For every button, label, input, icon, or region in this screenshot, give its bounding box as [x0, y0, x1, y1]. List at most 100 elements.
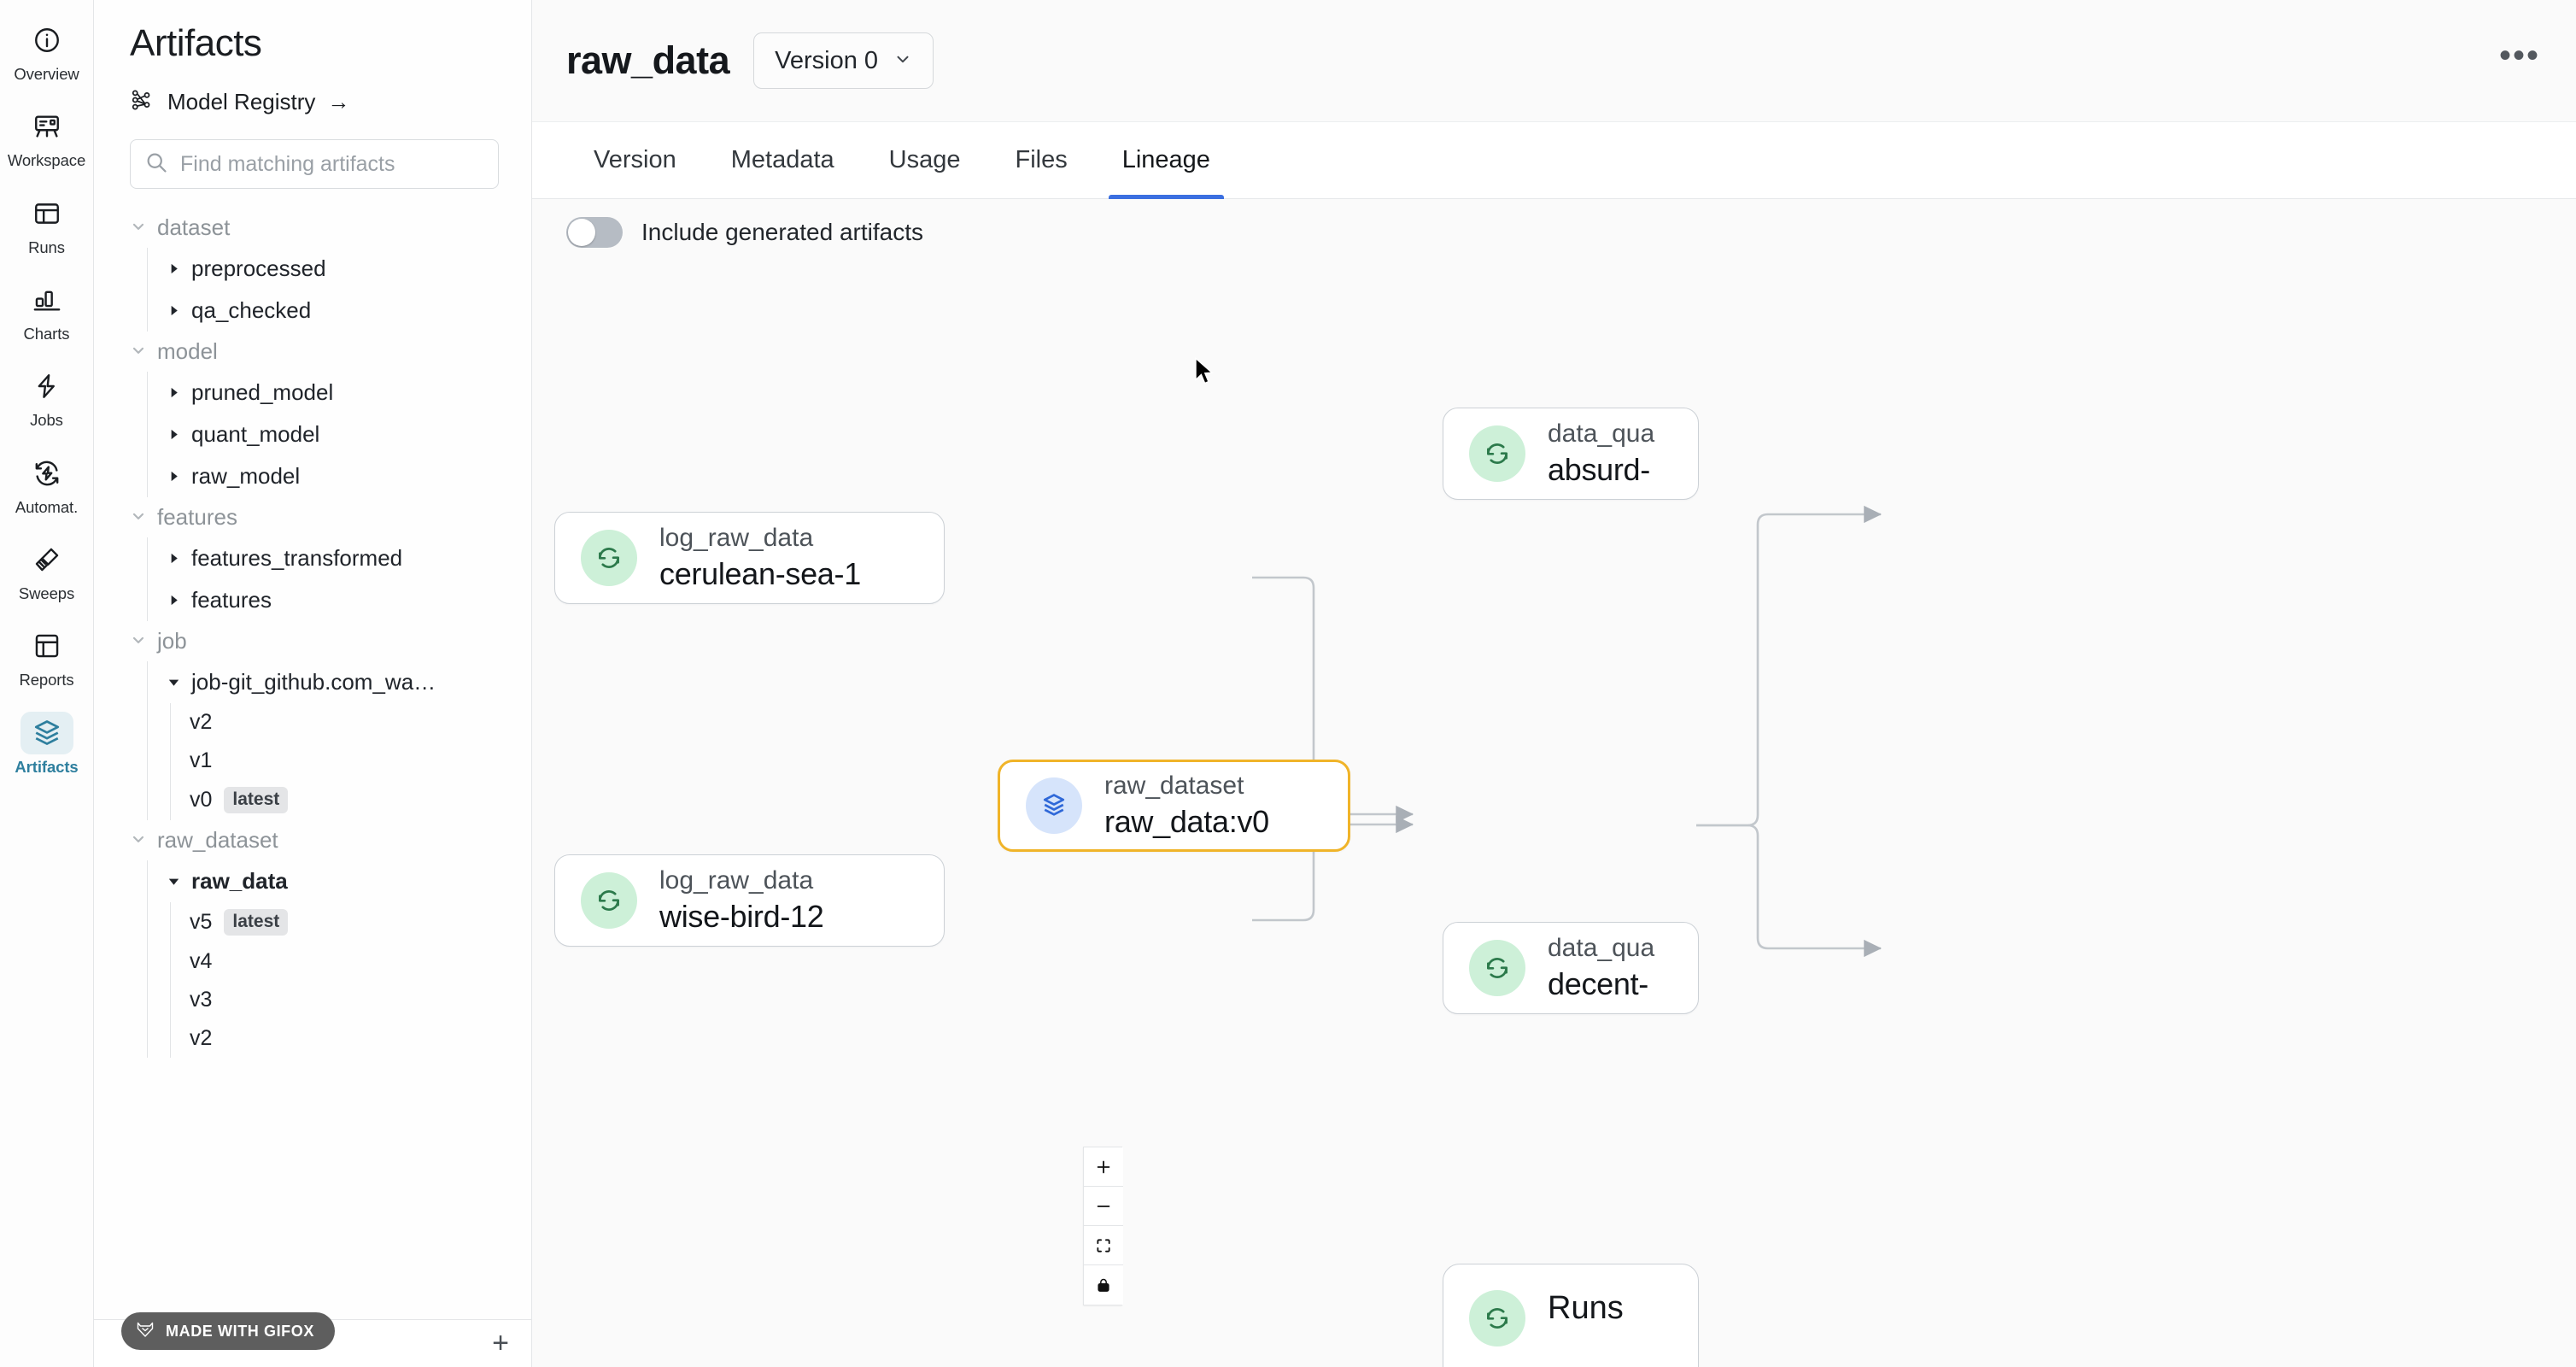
chevron-down-icon — [130, 214, 147, 241]
tab-label: Usage — [888, 146, 961, 173]
tree-node-label: raw_data — [191, 868, 288, 894]
lineage-node-run[interactable]: data_qua absurd- — [1443, 408, 1699, 500]
fit-view-button[interactable] — [1084, 1226, 1123, 1265]
sidebar-item-label: Overview — [14, 65, 79, 83]
tree-node[interactable]: raw_data — [148, 860, 531, 902]
triangle-right-icon — [167, 421, 181, 448]
sidebar-item-jobs[interactable]: Jobs — [4, 365, 90, 429]
sidebar-item-label: Runs — [28, 238, 65, 256]
sidebar-item-sweeps[interactable]: Sweeps — [4, 538, 90, 602]
triangle-down-icon — [167, 868, 181, 895]
sidebar-item-label: Reports — [19, 671, 74, 689]
bolt-icon — [20, 365, 73, 408]
tree-node-label: pruned_model — [191, 379, 334, 405]
tree-node[interactable]: pruned_model — [148, 372, 531, 414]
tree-node[interactable]: features — [148, 579, 531, 621]
sidebar-item-charts[interactable]: Charts — [4, 279, 90, 343]
sidebar-item-label: Workspace — [7, 151, 86, 170]
sidebar-item-automations[interactable]: Automat. — [4, 452, 90, 516]
info-circle-icon — [20, 19, 73, 62]
tree-version-item[interactable]: v4 — [171, 942, 531, 981]
sidebar-item-label: Jobs — [30, 411, 63, 430]
add-artifact-button[interactable]: + — [492, 1327, 509, 1359]
search-input[interactable] — [180, 151, 484, 177]
page-title: Artifacts — [130, 22, 262, 64]
sidebar-item-overview[interactable]: Overview — [4, 19, 90, 83]
lineage-runs-group-panel[interactable]: Runs Search Ru — [1443, 1264, 1699, 1367]
tree-group-header[interactable]: model — [94, 331, 531, 372]
sidebar-item-reports[interactable]: Reports — [4, 625, 90, 689]
tree-version-item[interactable]: v2 — [171, 703, 531, 742]
node-title: decent- — [1548, 966, 1648, 1001]
tree-group-header[interactable]: features — [94, 497, 531, 537]
tree-version-item[interactable]: v2 — [171, 1019, 531, 1058]
zoom-in-button[interactable] — [1084, 1147, 1123, 1187]
overflow-menu-button[interactable]: ••• — [2498, 37, 2540, 74]
node-subtitle: log_raw_data — [659, 524, 814, 552]
lineage-node-run[interactable]: data_qua decent- — [1443, 922, 1699, 1014]
model-registry-link[interactable]: Model Registry → — [94, 65, 531, 117]
tab-version[interactable]: Version — [566, 122, 704, 198]
tree-node[interactable]: raw_model — [148, 455, 531, 497]
sidebar-item-workspace[interactable]: Workspace — [4, 105, 90, 169]
tree-group-header[interactable]: job — [94, 621, 531, 661]
tree-version-item[interactable]: v3 — [171, 981, 531, 1019]
tree-group-children: features_transformed features — [147, 537, 531, 621]
gifox-label: MADE WITH GIFOX — [166, 1322, 314, 1340]
sidebar-item-label: Charts — [23, 325, 70, 343]
zoom-out-button[interactable] — [1084, 1187, 1123, 1226]
triangle-right-icon — [167, 545, 181, 572]
tree-node[interactable]: job-git_github.com_wa… — [148, 661, 531, 703]
tree-node[interactable]: qa_checked — [148, 290, 531, 331]
tree-node-label: features_transformed — [191, 545, 403, 571]
tab-files[interactable]: Files — [987, 122, 1094, 198]
lock-button[interactable] — [1084, 1265, 1123, 1305]
sidebar-item-runs[interactable]: Runs — [4, 192, 90, 256]
tab-lineage[interactable]: Lineage — [1095, 122, 1238, 199]
lineage-canvas[interactable]: log_raw_data cerulean-sea-1 log_raw_data… — [532, 266, 2576, 1367]
tree-group-header[interactable]: dataset — [94, 208, 531, 248]
tab-metadata[interactable]: Metadata — [704, 122, 862, 198]
tab-usage[interactable]: Usage — [862, 122, 988, 198]
lineage-node-dataset-selected[interactable]: raw_dataset raw_data:v0 — [998, 760, 1350, 852]
artifact-search[interactable] — [130, 139, 499, 189]
lineage-node-run[interactable]: log_raw_data cerulean-sea-1 — [554, 512, 945, 604]
tree-node-label: features — [191, 587, 272, 613]
run-rerun-icon — [1469, 1290, 1525, 1346]
tree-node[interactable]: features_transformed — [148, 537, 531, 579]
tree-group-label: features — [157, 504, 237, 530]
version-label: v2 — [190, 710, 213, 734]
dataset-layers-icon — [1026, 777, 1082, 834]
sidebar-item-artifacts[interactable]: Artifacts — [4, 711, 90, 776]
workspace-icon — [20, 105, 73, 148]
tree-node[interactable]: preprocessed — [148, 248, 531, 290]
tab-label: Files — [1015, 146, 1068, 173]
tab-label: Metadata — [730, 146, 834, 173]
node-text: raw_dataset raw_data:v0 — [1104, 772, 1269, 840]
report-icon — [20, 625, 73, 667]
table-icon — [20, 192, 73, 235]
model-registry-label: Model Registry — [167, 89, 316, 114]
search-icon — [144, 150, 168, 179]
chevron-down-icon — [130, 504, 147, 531]
version-label: v0 — [190, 788, 213, 812]
triangle-right-icon — [167, 463, 181, 490]
node-text: log_raw_data cerulean-sea-1 — [659, 524, 861, 592]
node-title: raw_data:v0 — [1104, 804, 1269, 839]
version-selector[interactable]: Version 0 — [753, 32, 934, 89]
toggle-label: Include generated artifacts — [641, 219, 923, 245]
canvas-zoom-controls — [1083, 1147, 1123, 1305]
include-generated-artifacts-toggle[interactable] — [566, 217, 623, 248]
lineage-node-run[interactable]: log_raw_data wise-bird-12 — [554, 854, 945, 947]
primary-nav-rail: Overview Workspace Runs — [0, 0, 94, 1367]
tree-version-item[interactable]: v1 — [171, 742, 531, 780]
tree-node[interactable]: quant_model — [148, 414, 531, 455]
tree-group-header[interactable]: raw_dataset — [94, 820, 531, 860]
